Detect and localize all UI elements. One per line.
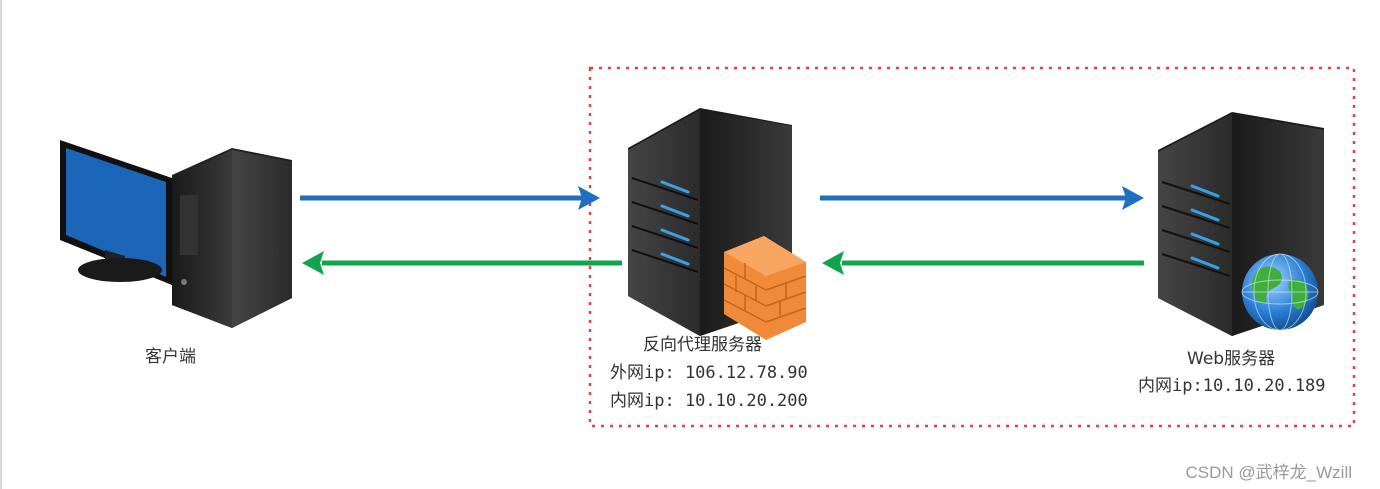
request-arrow-proxy-to-web: [820, 186, 1144, 210]
response-arrow-proxy-to-client: [302, 251, 622, 275]
brick-firewall-icon: [723, 236, 807, 340]
proxy-server-label: 反向代理服务器: [643, 335, 762, 355]
globe-icon: [1241, 253, 1319, 331]
web-internal-ip: 内网ip:10.10.20.189: [1138, 376, 1326, 396]
left-border: [0, 0, 2, 489]
response-arrow-web-to-proxy: [822, 251, 1144, 275]
desktop-computer-icon: [60, 140, 292, 328]
client-label: 客户端: [145, 347, 196, 367]
proxy-external-ip: 外网ip: 106.12.78.90: [610, 363, 808, 383]
proxy-internal-ip: 内网ip: 10.10.20.200: [610, 391, 808, 411]
watermark: CSDN @武梓龙_Wzill: [1185, 463, 1352, 482]
internal-network-zone: [588, 66, 1356, 428]
web-server-label: Web服务器: [1187, 349, 1276, 369]
request-arrow-client-to-proxy: [300, 186, 600, 210]
